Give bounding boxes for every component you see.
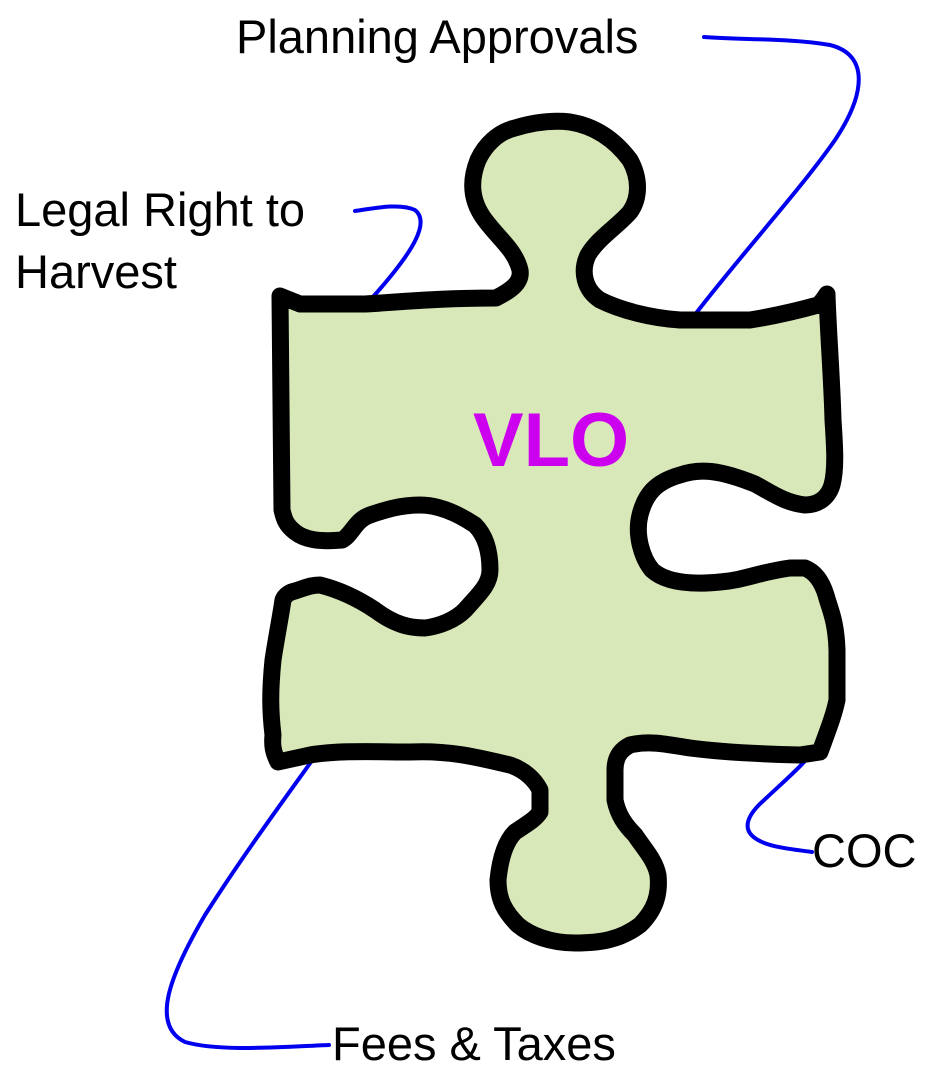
center-label: VLO	[473, 398, 629, 483]
leader-line-coc	[748, 762, 812, 852]
leader-line-legal-right	[355, 206, 421, 298]
label-legal-right-line2: Harvest	[15, 245, 177, 298]
label-coc: COC	[812, 824, 916, 877]
leader-line-fees-taxes	[167, 762, 329, 1048]
label-planning-approvals: Planning Approvals	[236, 10, 638, 63]
label-fees-taxes: Fees & Taxes	[332, 1017, 616, 1068]
leader-line-planning-approvals	[697, 37, 859, 312]
label-legal-right-line1: Legal Right to	[15, 183, 305, 236]
